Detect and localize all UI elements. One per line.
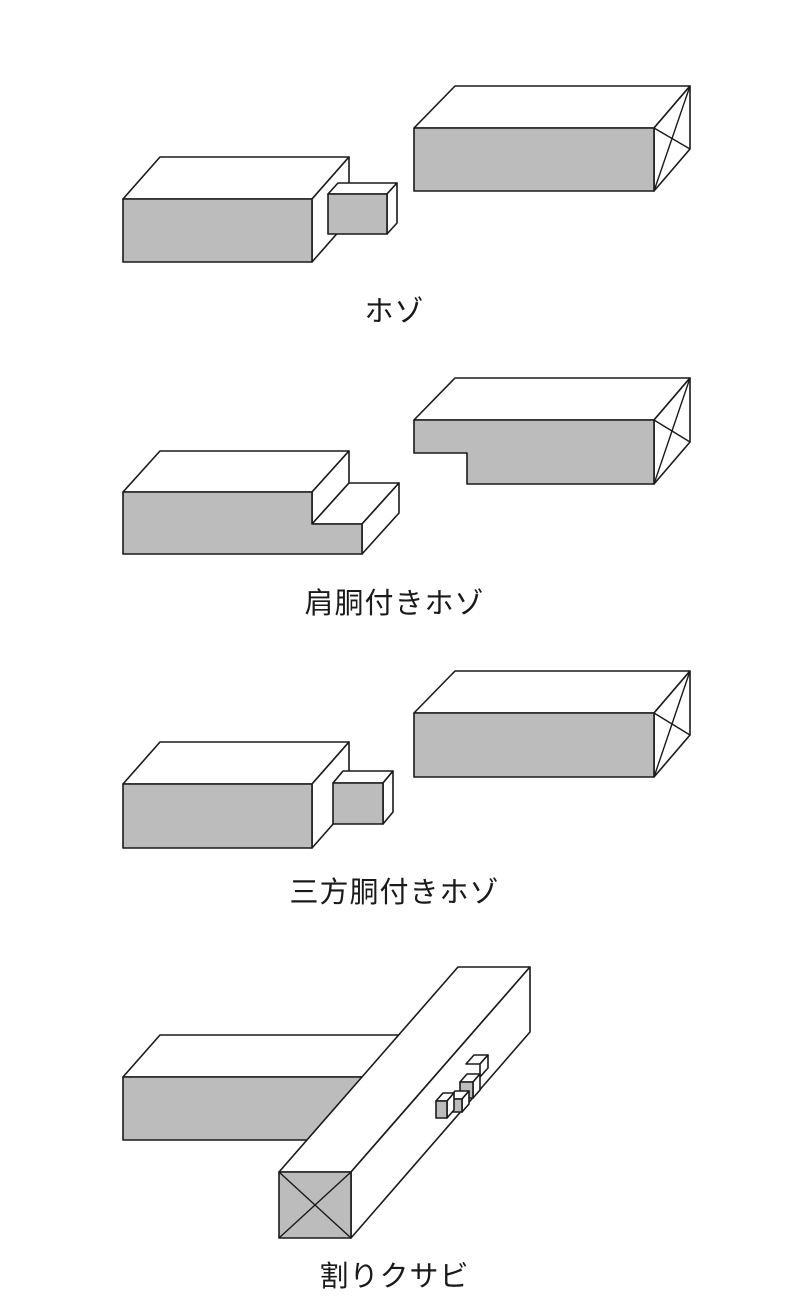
caption-shouldered-tenon: 肩胴付きホゾ [304,586,485,620]
three-side-tenon-peg [332,770,394,825]
caption-tenon: ホゾ [364,294,425,328]
figure-three-side-tenon [122,670,691,849]
three-side-tenon-beam [122,741,350,849]
figure-split-wedge [122,966,531,1239]
mortise-beam [413,85,691,192]
three-side-mortise-beam [413,670,691,778]
tenon-beam [122,156,350,263]
shouldered-mortise-beam [413,377,691,485]
wedge-tenon-ends [435,1054,489,1119]
caption-three-side-tenon: 三方胴付きホゾ [289,875,500,909]
shouldered-tenon-beam [122,450,400,555]
figure-tenon [122,85,691,263]
figure-shouldered-tenon [122,377,691,555]
tenon-peg [327,182,398,235]
wedge-beam-horizontal [122,1034,421,1141]
caption-split-wedge: 割りクサビ [319,1259,470,1293]
